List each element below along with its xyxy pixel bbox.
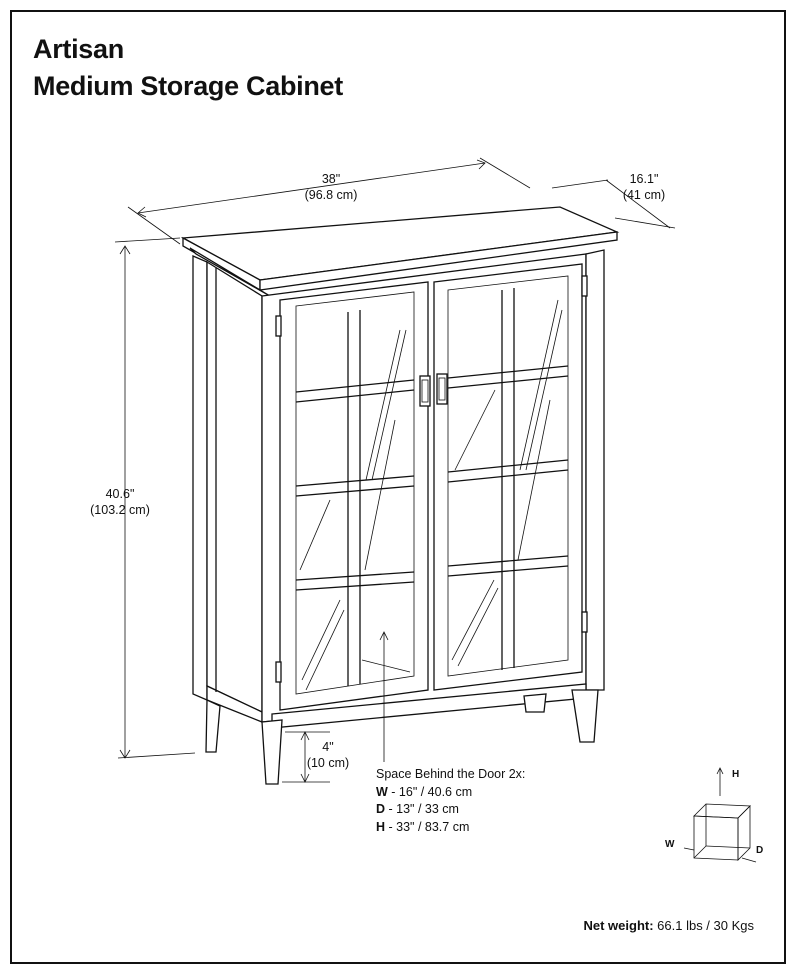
door-handles <box>419 373 448 407</box>
depth-cm: (41 cm) <box>622 188 666 202</box>
spec-w-value: - 16" / 40.6 cm <box>387 784 473 799</box>
spec-d-value: - 13" / 33 cm <box>385 802 459 816</box>
spec-width-row: W - 16" / 40.6 cm <box>376 784 525 802</box>
net-weight: Net weight: 66.1 lbs / 30 Kgs <box>583 918 754 933</box>
leg-dimension-label: 4" (10 cm) <box>303 739 353 771</box>
height-dimension-label: 40.6" (103.2 cm) <box>80 486 160 518</box>
height-inches: 40.6" <box>105 487 135 501</box>
spec-h-label: H <box>376 819 386 834</box>
axis-h-label: H <box>732 769 740 780</box>
depth-inches: 16.1" <box>629 172 659 186</box>
height-cm: (103.2 cm) <box>90 503 150 517</box>
door-hinges <box>275 275 588 683</box>
product-name-title: Medium Storage Cabinet <box>33 71 343 101</box>
width-dimension-line <box>127 157 531 245</box>
spec-depth-row: D - 13" / 33 cm <box>376 801 525 819</box>
axis-d-label: D <box>756 845 764 856</box>
spec-h-value: - 33" / 83.7 cm <box>385 819 470 834</box>
axis-legend-cube <box>683 767 757 863</box>
spec-heading: Space Behind the Door 2x: <box>376 767 526 781</box>
net-weight-label: Net weight: <box>583 918 654 933</box>
left-glass-door <box>279 281 429 711</box>
spec-height-row: H - 33" / 83.7 cm <box>376 819 525 837</box>
net-weight-value: 66.1 lbs / 30 Kgs <box>653 918 754 933</box>
spec-w-label: W <box>376 784 388 799</box>
space-behind-door-spec: Space Behind the Door 2x: W - 16" / 40.6… <box>376 766 525 836</box>
diagram-frame <box>10 10 786 964</box>
axis-w-label: W <box>665 839 675 850</box>
depth-dimension-line <box>551 179 676 229</box>
cabinet-top <box>180 206 620 297</box>
cabinet-side-panel <box>192 255 263 723</box>
leg-cm: (10 cm) <box>306 756 350 770</box>
width-dimension-label: 38" (96.8 cm) <box>296 171 366 203</box>
interior-pointer-arrow <box>379 631 389 762</box>
cabinet-legs <box>205 689 599 785</box>
right-glass-door <box>433 263 583 691</box>
leg-dimension-line <box>282 731 330 783</box>
width-cm: (96.8 cm) <box>304 188 358 202</box>
width-inches: 38" <box>321 172 341 186</box>
depth-dimension-label: 16.1" (41 cm) <box>615 171 673 203</box>
product-line-title: Artisan <box>33 34 124 64</box>
leg-inches: 4" <box>322 740 334 754</box>
spec-d-label: D <box>376 802 386 816</box>
height-dimension-line <box>114 237 196 759</box>
